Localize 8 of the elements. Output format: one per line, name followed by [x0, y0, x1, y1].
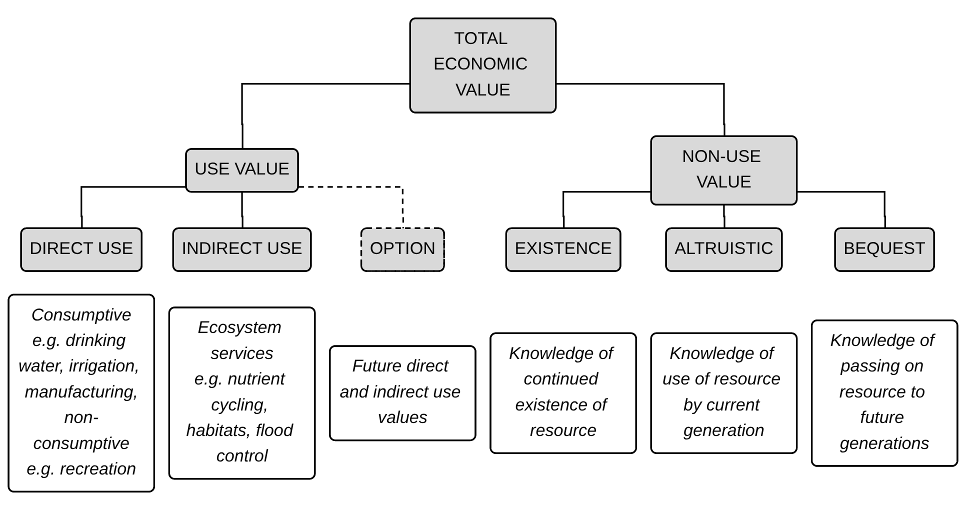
connector	[562, 191, 652, 229]
connector	[241, 192, 244, 229]
connector	[723, 204, 726, 229]
connector	[298, 186, 404, 229]
connector	[241, 82, 411, 150]
connector	[80, 186, 187, 229]
connector	[556, 82, 726, 137]
connector	[797, 191, 886, 229]
